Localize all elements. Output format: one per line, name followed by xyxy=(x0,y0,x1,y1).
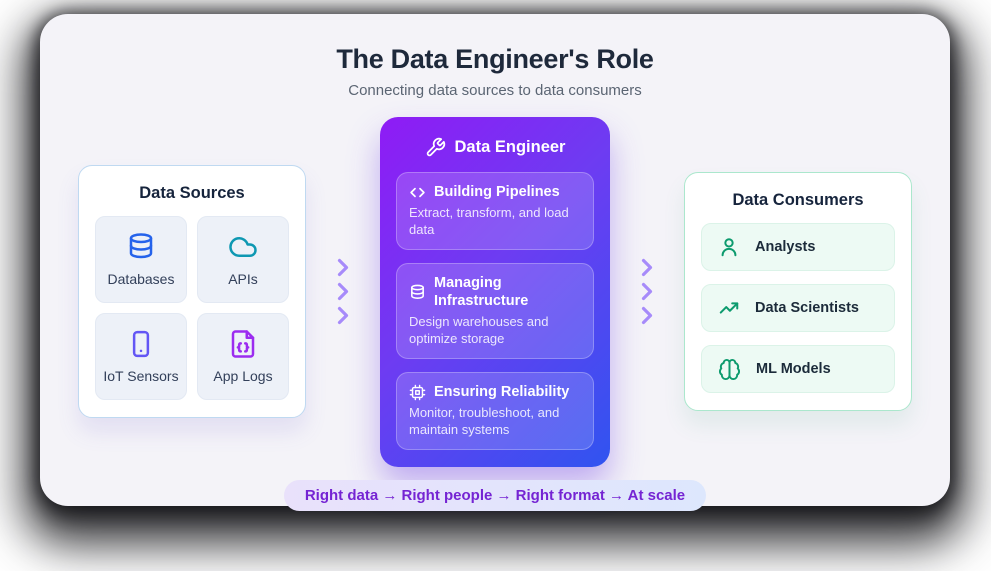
data-sources-title: Data Sources xyxy=(139,184,245,203)
chevron-right-icon xyxy=(640,282,654,301)
page-subtitle: Connecting data sources to data consumer… xyxy=(348,82,642,99)
role-card-ensuring-reliability: Ensuring Reliability Monitor, troublesho… xyxy=(396,371,594,450)
flow-chevrons-left xyxy=(336,258,350,325)
source-item-app-logs: App Logs xyxy=(197,313,289,401)
data-sources-panel: Data Sources Databases xyxy=(78,165,306,419)
source-item-databases: Databases xyxy=(95,216,187,304)
role-card-title: Building Pipelines xyxy=(434,184,560,200)
source-label: Databases xyxy=(107,271,175,288)
role-card-title: Ensuring Reliability xyxy=(434,383,570,400)
wrench-icon xyxy=(425,137,446,158)
user-icon xyxy=(718,236,740,258)
chevron-right-icon xyxy=(640,258,654,277)
chevron-right-icon xyxy=(336,282,350,301)
consumer-item-analysts: Analysts xyxy=(701,223,895,272)
data-engineer-panel: Data Engineer Building Pipelines Extract… xyxy=(380,117,610,467)
source-label: App Logs xyxy=(213,368,273,385)
data-engineer-title: Data Engineer xyxy=(454,138,566,156)
infographic-canvas: The Data Engineer's Role Connecting data… xyxy=(40,14,950,511)
database-icon xyxy=(126,232,156,262)
role-card-description: Monitor, troubleshoot, and maintain syst… xyxy=(409,405,560,437)
consumer-label: Data Scientists xyxy=(755,300,859,317)
data-consumers-title: Data Consumers xyxy=(732,191,864,210)
chevron-right-icon xyxy=(336,258,350,277)
page-title: The Data Engineer's Role xyxy=(336,44,654,74)
main-row: Data Sources Databases xyxy=(40,117,950,467)
consumer-label: Analysts xyxy=(755,239,816,256)
trending-up-icon xyxy=(718,297,740,319)
flow-chevrons-right xyxy=(640,258,654,325)
role-card-managing-infrastructure: Managing Infrastructure Design warehouse… xyxy=(396,262,594,359)
code-icon xyxy=(409,184,426,201)
file-code-icon xyxy=(228,329,258,359)
role-card-description: Design warehouses and optimize storage xyxy=(409,314,549,347)
role-card-building-pipelines: Building Pipelines Extract, transform, a… xyxy=(396,172,594,250)
role-card-description: Extract, transform, and load data xyxy=(409,205,569,238)
tagline-row: Right data → Right people → Right format… xyxy=(40,479,950,511)
data-engineer-header: Data Engineer xyxy=(396,137,594,158)
header: The Data Engineer's Role Connecting data… xyxy=(40,14,950,99)
source-label: APIs xyxy=(228,271,258,288)
cloud-icon xyxy=(228,232,258,262)
consumer-label: ML Models xyxy=(756,361,831,378)
database-icon xyxy=(409,284,426,301)
source-item-iot-sensors: IoT Sensors xyxy=(95,313,187,401)
tagline-pill: Right data → Right people → Right format… xyxy=(283,479,707,511)
brain-icon xyxy=(718,358,741,381)
chevron-right-icon xyxy=(336,306,350,325)
source-label: IoT Sensors xyxy=(103,368,179,385)
cpu-icon xyxy=(409,384,426,401)
smartphone-icon xyxy=(126,329,156,359)
role-card-title: Managing Infrastructure xyxy=(434,274,529,310)
consumer-item-data-scientists: Data Scientists xyxy=(701,284,895,333)
sources-grid: Databases APIs xyxy=(95,216,289,401)
consumer-item-ml-models: ML Models xyxy=(701,345,895,394)
chevron-right-icon xyxy=(640,306,654,325)
source-item-apis: APIs xyxy=(197,216,289,304)
data-consumers-panel: Data Consumers Analysts Data xyxy=(684,172,912,412)
